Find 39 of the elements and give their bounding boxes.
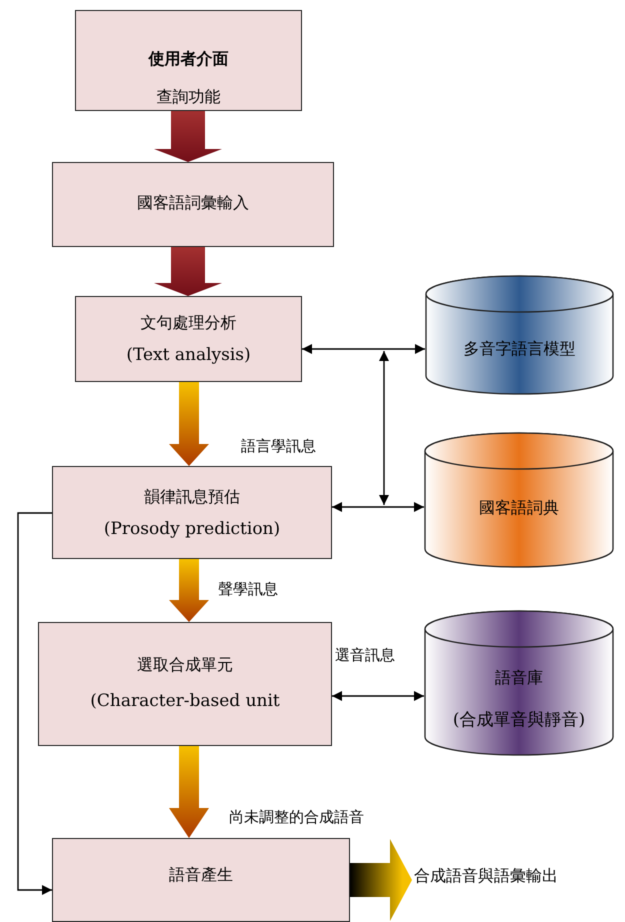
- heading-text: 選取合成單元: [137, 655, 233, 676]
- edge-label: 尚未調整的合成語音: [228, 808, 365, 827]
- arrow: [302, 344, 425, 354]
- block-arrow: [169, 746, 209, 838]
- arrow: [379, 351, 389, 505]
- heading-text: 使用者介面: [148, 49, 228, 70]
- heading-text: 文句處理分析: [140, 313, 236, 334]
- block-arrow: [169, 559, 209, 622]
- database-cylinder: [424, 610, 614, 756]
- body-text: (Text analysis): [126, 345, 251, 365]
- database-cylinder: [425, 275, 614, 395]
- heading-text: 國客語詞彙輸入: [137, 193, 249, 214]
- edge-label: 語言學訊息: [240, 437, 317, 456]
- process-box: [75, 10, 302, 111]
- body-text: (Prosody prediction): [104, 519, 280, 539]
- heading-text: 語音庫: [495, 668, 543, 689]
- process-box: [38, 622, 332, 746]
- block-arrow: [169, 382, 209, 466]
- process-box: [52, 466, 332, 559]
- process-box: [52, 838, 350, 922]
- edge-label: 選音訊息: [334, 646, 396, 665]
- body-text: 查詢功能: [156, 87, 220, 108]
- output-label: 合成語音與語彙輸出: [414, 866, 558, 887]
- process-box: [75, 296, 302, 382]
- heading-text: 國客語詞典: [479, 498, 559, 519]
- edge-label: 聲學訊息: [217, 580, 279, 599]
- process-box: [52, 162, 334, 247]
- body-text: (合成單音與靜音): [452, 709, 586, 731]
- block-arrow: [154, 111, 222, 162]
- block-arrow: [350, 839, 412, 921]
- block-arrow: [154, 247, 222, 296]
- heading-text: 語音產生: [169, 865, 233, 886]
- heading-text: 韻律訊息預估: [144, 487, 240, 508]
- arrow: [332, 502, 424, 512]
- arrow: [332, 691, 424, 701]
- database-cylinder: [424, 432, 614, 568]
- body-text: (Character-based unit: [90, 691, 280, 711]
- heading-text: 多音字語言模型: [464, 339, 576, 360]
- arrow: [17, 512, 52, 895]
